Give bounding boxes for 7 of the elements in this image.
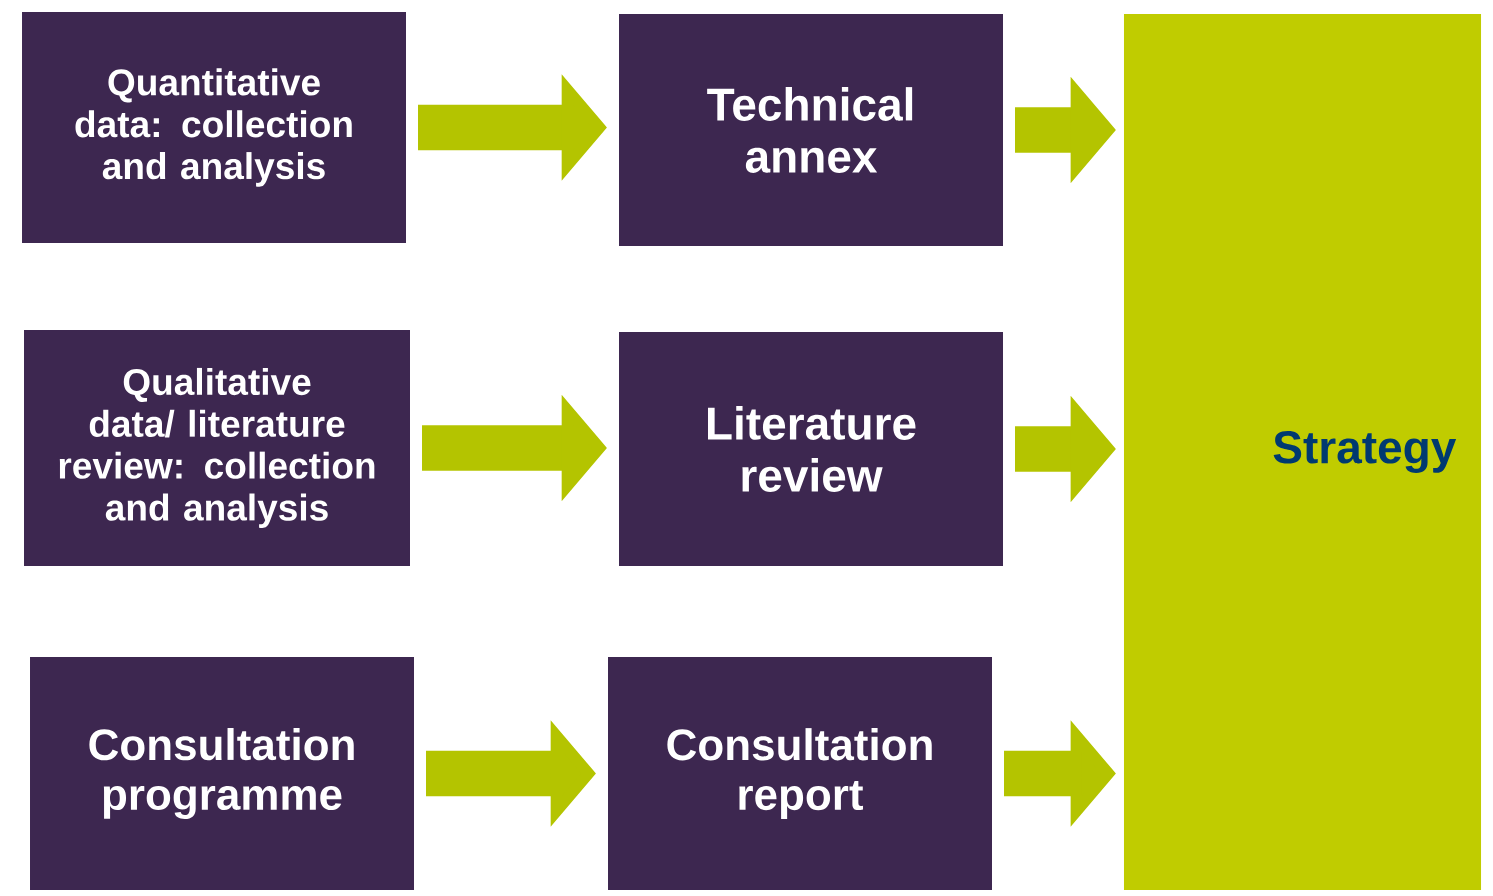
process-box: Qualitative data/ literature review: collection and analysis <box>20 326 414 570</box>
process-box: Literature review <box>615 328 1007 570</box>
target-box: Strategy <box>1119 10 1486 894</box>
process-box: Quantitative data: collection and analysis <box>18 8 410 247</box>
process-box: Consultation report <box>604 652 996 895</box>
process-box: Technical annex <box>615 10 1007 250</box>
process-box: Consultation programme <box>26 652 418 895</box>
